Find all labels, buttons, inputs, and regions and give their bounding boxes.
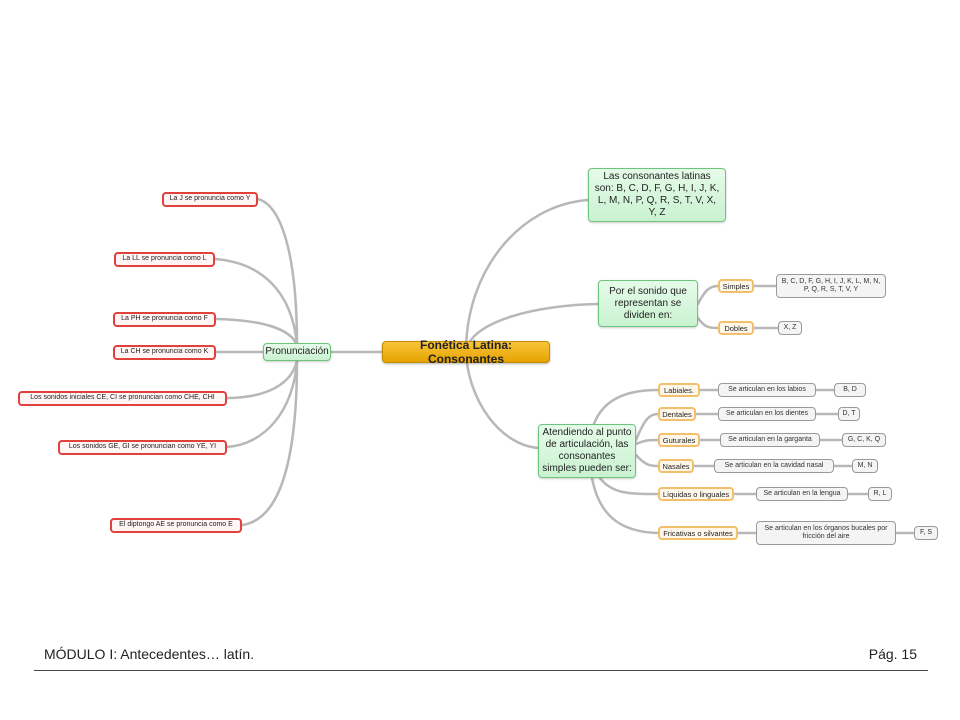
- root-node[interactable]: Fonética Latina: Consonantes: [382, 338, 550, 366]
- link-pron-5: [224, 358, 299, 400]
- link-sound-simples: [696, 284, 720, 306]
- type-label: Dentales: [662, 409, 692, 419]
- desc-label: Se articulan en los dientes: [725, 409, 809, 417]
- type-label: Labiales.: [663, 385, 695, 395]
- pron-item-ll[interactable]: La LL se pronuncia como L: [114, 252, 215, 267]
- pron-item-ge-gi[interactable]: Los sonidos GE, GI se pronuncian como YE…: [58, 440, 227, 455]
- link-pron-3: [214, 317, 299, 347]
- pron-text: La CH se pronuncia como K: [120, 348, 209, 356]
- consonants-node[interactable]: Las consonantes latinas son: B, C, D, F,…: [588, 168, 726, 222]
- pron-item-j[interactable]: La J se pronuncia como Y: [162, 192, 258, 207]
- type-guturales[interactable]: Guturales: [658, 433, 700, 447]
- link-art-4: [634, 453, 660, 468]
- pron-text: La J se pronuncia como Y: [169, 195, 251, 203]
- desc-label: Se articulan en la cavidad nasal: [724, 461, 824, 469]
- letters-liquidas[interactable]: R, L: [868, 487, 892, 501]
- letters-fricativas[interactable]: F, S: [914, 526, 938, 540]
- pronunciation-label: Pronunciación: [265, 346, 329, 357]
- dobles-node[interactable]: Dobles: [718, 321, 754, 335]
- pron-text: La PH se pronuncia como F: [121, 315, 208, 323]
- letters-label: M, N: [857, 461, 873, 469]
- sound-label: Por el sonido que representan se dividen…: [609, 285, 687, 321]
- letters-nasales[interactable]: M, N: [852, 459, 878, 473]
- dobles-value: X, Z: [783, 323, 797, 331]
- letters-label: D, T: [842, 409, 856, 417]
- letters-label: B, D: [843, 385, 857, 393]
- type-liquidas[interactable]: Líquidas o linguales: [658, 487, 734, 501]
- root-label: Fonética Latina: Consonantes: [419, 337, 512, 366]
- desc-label: Se articulan en los labios: [728, 385, 806, 393]
- pron-text: El diptongo AE se pronuncia como E: [119, 521, 233, 529]
- letters-labiales[interactable]: B, D: [834, 383, 866, 397]
- letters-guturales[interactable]: G, C, K, Q: [842, 433, 886, 447]
- link-art-5: [598, 476, 660, 496]
- type-fricativas[interactable]: Fricativas o silvantes: [658, 526, 738, 540]
- desc-liquidas[interactable]: Se articulan en la lengua: [756, 487, 848, 501]
- link-art-2: [634, 412, 660, 442]
- type-nasales[interactable]: Nasales: [658, 459, 694, 473]
- desc-dentales[interactable]: Se articulan en los dientes: [718, 407, 816, 421]
- link-art-3: [634, 438, 660, 446]
- type-label: Guturales: [662, 435, 696, 445]
- pron-text: Los sonidos GE, GI se pronuncian como YE…: [68, 443, 217, 451]
- sound-node[interactable]: Por el sonido que representan se dividen…: [598, 280, 698, 327]
- link-pron-6: [224, 358, 299, 449]
- link-root-articulation: [464, 350, 540, 450]
- page-number: Pág. 15: [868, 646, 917, 662]
- link-sound-dobles: [696, 316, 720, 330]
- type-labiales[interactable]: Labiales.: [658, 383, 700, 397]
- simples-label: Simples: [722, 281, 750, 291]
- desc-labiales[interactable]: Se articulan en los labios: [718, 383, 816, 397]
- letters-dentales[interactable]: D, T: [838, 407, 860, 421]
- desc-label: Se articulan en la garganta: [728, 435, 812, 443]
- articulation-label: Atendiendo al punto de articulación, las…: [542, 427, 632, 474]
- pron-text: Los sonidos iniciales CE, CI se pronunci…: [30, 394, 215, 402]
- pron-item-ch[interactable]: La CH se pronuncia como K: [113, 345, 216, 360]
- letters-label: G, C, K, Q: [847, 435, 881, 443]
- desc-guturales[interactable]: Se articulan en la garganta: [720, 433, 820, 447]
- desc-label: Se articulan en los órganos bucales por …: [764, 524, 888, 540]
- footer-title: MÓDULO I: Antecedentes… latín.: [44, 646, 255, 662]
- letters-label: F, S: [919, 528, 933, 536]
- link-pron-7: [240, 358, 299, 527]
- footer-divider: [34, 670, 928, 671]
- desc-fricativas[interactable]: Se articulan en los órganos bucales por …: [756, 521, 896, 545]
- link-pron-1: [256, 197, 299, 347]
- link-pron-2: [212, 257, 299, 347]
- dobles-label: Dobles: [724, 323, 748, 333]
- pron-item-ph[interactable]: La PH se pronuncia como F: [113, 312, 216, 327]
- link-art-6: [590, 476, 660, 535]
- type-label: Líquidas o linguales: [662, 489, 730, 499]
- type-dentales[interactable]: Dentales: [658, 407, 696, 421]
- pronunciation-node[interactable]: Pronunciación: [263, 343, 331, 361]
- simples-node[interactable]: Simples: [718, 279, 754, 293]
- dobles-value-node[interactable]: X, Z: [778, 321, 802, 335]
- desc-label: Se articulan en la lengua: [763, 489, 841, 497]
- simples-value: B, C, D, F, G, H, I, J, K, L, M, N, P, Q…: [781, 277, 881, 293]
- desc-nasales[interactable]: Se articulan en la cavidad nasal: [714, 459, 834, 473]
- letters-label: R, L: [873, 489, 887, 497]
- pron-item-ae[interactable]: El diptongo AE se pronuncia como E: [110, 518, 242, 533]
- link-root-consonants: [464, 198, 590, 354]
- pron-item-ce-ci[interactable]: Los sonidos iniciales CE, CI se pronunci…: [18, 391, 227, 406]
- simples-value-node[interactable]: B, C, D, F, G, H, I, J, K, L, M, N, P, Q…: [776, 274, 886, 298]
- pron-text: La LL se pronuncia como L: [122, 255, 207, 263]
- articulation-node[interactable]: Atendiendo al punto de articulación, las…: [538, 424, 636, 478]
- consonants-label: Las consonantes latinas son: B, C, D, F,…: [594, 171, 720, 218]
- type-label: Nasales: [662, 461, 690, 471]
- type-label: Fricativas o silvantes: [663, 528, 733, 538]
- link-art-1: [590, 388, 660, 432]
